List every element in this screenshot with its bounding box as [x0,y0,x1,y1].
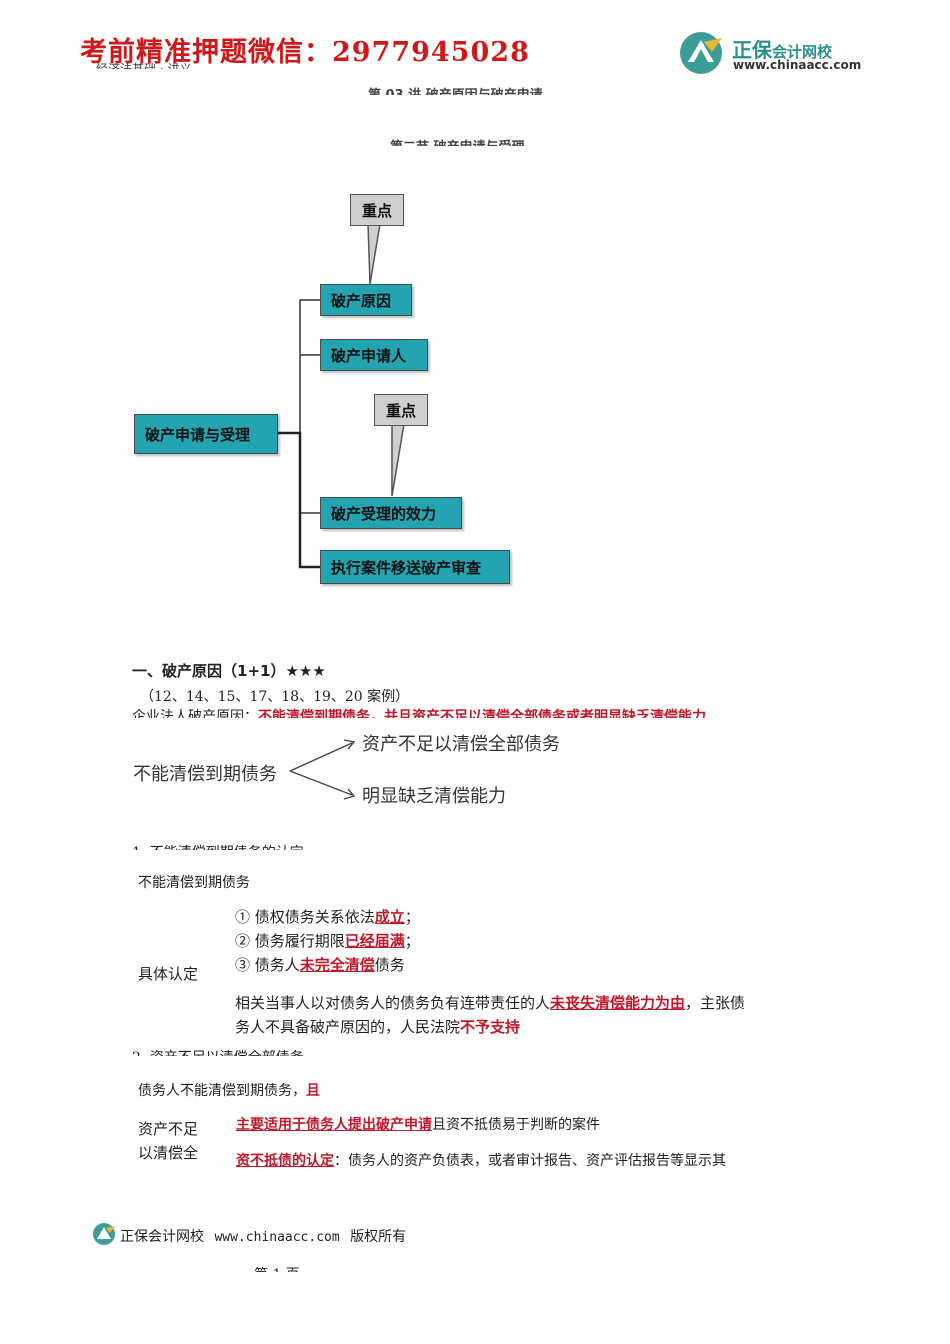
sub2-label-line-1: 资产不足 [138,1120,199,1138]
promo-text: 考前精准押题微信：2977945028 [80,37,530,68]
sub2-heading: 2. 资产不足以清偿全部债务 [132,1047,432,1056]
sketch-branch-bottom: 明显缺乏清偿能力 [362,786,506,807]
sub1-heading: 1. 不能清偿到期债务的认定 [132,842,432,850]
sub1-item-3: ③ 债务人未完全清偿债务 [235,956,405,974]
sub1-para-line-1: 相关当事人以对债务人的债务负有连带责任的人未丧失清偿能力为由，主张债 [235,994,746,1012]
sub2-line-1: 主要适用于债务人提出破产申请且资不抵债易于判断的案件 [236,1117,600,1133]
mindmap-node-applicant: 破产申请人 [320,339,428,371]
case-list: （12、14、15、17、18、19、20 案例） [140,689,410,705]
callout-key-point-2: 重点 [374,394,428,426]
sub2-line-2: 资不抵债的认定：债务人的资产负债表，或者审计报告、资产评估报告等显示其 [236,1153,726,1169]
mindmap-node-cause: 破产原因 [320,284,412,316]
brand-url: www.chinaacc.com [733,58,862,72]
sub1-row-label: 不能清偿到期债务 [138,875,250,891]
sub1-item-2: ② 债务履行期限已经届满； [235,932,420,950]
bankruptcy-cause-definition: 企业法人破产原因：不能清偿到期债务，并且资产不足以清偿全部债务或者明显缺乏清偿能… [132,709,706,718]
sub1-item-1: ① 债权债务关系依法成立； [235,908,420,926]
sketch-left-label: 不能清偿到期债务 [133,764,277,785]
sub2-label-line-2: 以清偿全 [138,1144,199,1162]
mindmap-node-transfer: 执行案件移送破产审查 [320,550,510,584]
footer-logo-icon [92,1222,116,1246]
mindmap-connectors [278,223,405,569]
callout-key-point-1: 重点 [350,194,404,226]
sketch-branch-arrows [289,739,356,800]
page-number: 第 1 页 [254,1264,374,1272]
sub1-para-line-2: 务人不具备破产原因的，人民法院不予支持 [235,1018,521,1036]
footer-copyright: 正保会计网校 www.chinaacc.com 版权所有 [120,1229,407,1245]
brand-logo-icon [678,30,728,76]
mindmap-root: 破产申请与受理 [134,414,278,454]
section-title: 一、破产原因（1+1）★★★ [132,662,326,680]
sub1-detail-label: 具体认定 [138,965,199,983]
section-heading: 第二节 破产申请与受理 [390,136,525,146]
sub2-row-text: 债务人不能清偿到期债务，且 [138,1083,320,1099]
mindmap-node-effect: 破产受理的效力 [320,497,462,529]
partial-left-heading: 经济法基础 · 讲义 [96,62,192,69]
lecture-title: 第 03 讲 破产原因与破产申请 [368,84,543,95]
brand-name: 正保会计网校 [732,38,833,62]
sketch-branch-top: 资产不足以清偿全部债务 [362,734,560,755]
